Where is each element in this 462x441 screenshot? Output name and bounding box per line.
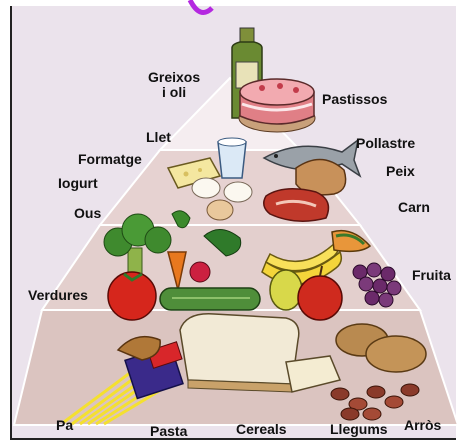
label-fruit: Fruita: [412, 268, 451, 283]
milk-glass-icon: [218, 138, 246, 178]
label-pasta: Pasta: [150, 424, 187, 439]
label-pastries: Pastissos: [322, 92, 387, 107]
label-rice: Arròs: [404, 418, 441, 433]
label-bread: Pa: [56, 418, 73, 433]
label-yogurt: Iogurt: [58, 176, 98, 191]
label-cheese: Formatge: [78, 152, 142, 167]
label-milk: Llet: [146, 130, 171, 145]
label-chicken: Pollastre: [356, 136, 415, 151]
label-meat: Carn: [398, 200, 430, 215]
cucumber-icon: [160, 288, 260, 310]
label-fats: Greixos i oli: [148, 70, 200, 100]
label-fish: Peix: [386, 164, 415, 179]
label-cereals: Cereals: [236, 422, 287, 437]
tomato-icon: [108, 272, 156, 320]
label-eggs: Ous: [74, 206, 101, 221]
accent-stroke: [190, 0, 212, 13]
cake-icon: [239, 79, 315, 132]
label-vegetables: Verdures: [28, 288, 88, 303]
label-legumes: Llegums: [330, 422, 388, 437]
